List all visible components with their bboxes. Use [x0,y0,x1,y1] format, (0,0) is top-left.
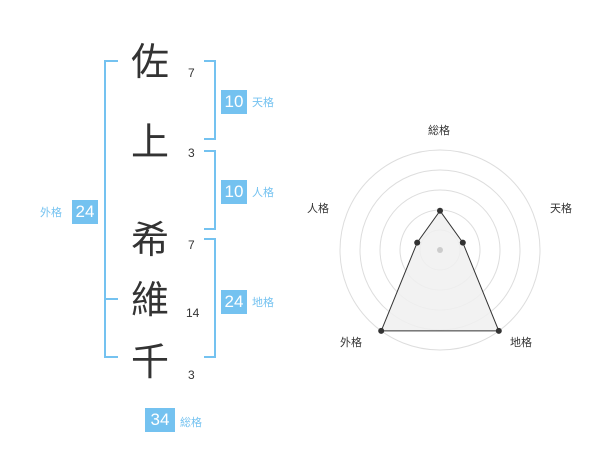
name-char-1: 佐 [130,40,169,84]
jinkaku-label: 人格 [252,186,274,199]
radar-point-2 [495,327,502,334]
gaikaku-bracket [104,60,118,358]
stroke-count-1: 7 [188,66,195,80]
gaikaku-divider [104,298,118,300]
radar-point-1 [459,239,466,246]
tenkaku-bracket [204,60,216,140]
radar-axis-soukaku: 総格 [428,124,450,137]
tenkaku-label: 天格 [252,96,274,109]
name-char-2: 上 [130,120,169,164]
radar-center-dot [437,247,443,253]
jinkaku-badge: 10 [221,180,247,204]
radar-axis-gaikaku: 外格 [340,336,362,349]
name-char-3: 希 [130,218,169,262]
radar-point-0 [437,207,443,214]
tenkaku-badge: 10 [221,90,247,114]
radar-point-3 [378,327,385,334]
stroke-count-4: 14 [186,306,200,320]
stroke-count-3: 7 [188,238,195,252]
radar-axis-chikaku: 地格 [510,336,532,349]
radar-axis-tenkaku: 天格 [550,202,572,215]
radar-ring-5 [339,149,541,351]
soukaku-badge: 34 [145,408,175,432]
jinkaku-bracket [204,150,216,230]
name-char-4: 維 [130,278,169,322]
radar-axis-jinkaku: 人格 [307,202,329,215]
stroke-count-5: 3 [188,368,195,382]
name-char-5: 千 [130,340,169,384]
chikaku-bracket [204,238,216,358]
stroke-count-2: 3 [188,146,195,160]
chikaku-label: 地格 [252,296,274,309]
radar-score-polygon [380,209,500,332]
gaikaku-badge: 24 [72,200,98,224]
gaikaku-label: 外格 [40,206,62,219]
soukaku-label: 総格 [180,416,202,429]
chikaku-badge: 24 [221,290,247,314]
radar-point-4 [414,239,421,246]
